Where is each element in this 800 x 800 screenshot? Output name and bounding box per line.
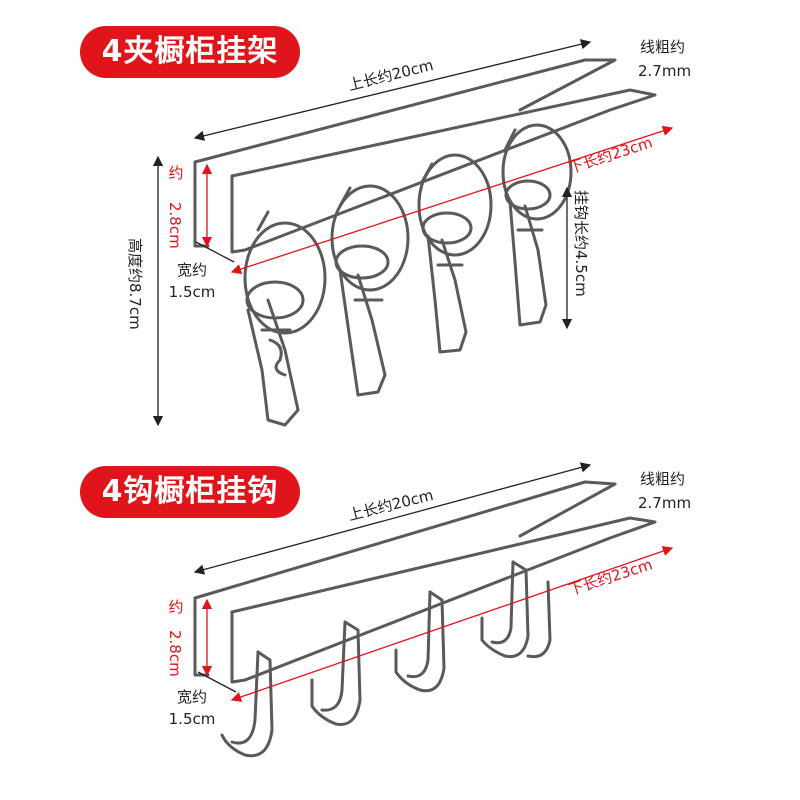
rack-top-length-label: 上长约20cm xyxy=(346,56,435,95)
hook-width-label: 宽约 xyxy=(177,688,207,706)
hook-width-value: 1.5cm xyxy=(169,710,216,728)
hook-bottom-length-label: 下长约23cm xyxy=(566,555,654,599)
rack-hook-length-label: 挂钩长约4.5cm xyxy=(572,190,590,297)
rack-width-value: 1.5cm xyxy=(169,283,216,301)
hook-wire-thickness-label: 线粗约 xyxy=(640,470,685,488)
clip-1 xyxy=(243,221,327,427)
hook-inner-height-label-a: 约 xyxy=(168,598,183,616)
clip-4 xyxy=(501,123,573,327)
hook-1 xyxy=(220,650,274,758)
rack-wire-thickness-label: 线粗约 xyxy=(640,38,685,56)
rack-wire-thickness-value: 2.7mm xyxy=(638,62,691,80)
hook-wire-thickness-value: 2.7mm xyxy=(638,494,691,512)
hook-inner-height-label-b: 2.8cm xyxy=(166,630,184,677)
rack-dimension-lines xyxy=(152,39,674,427)
rack-width-label: 宽约 xyxy=(177,261,207,279)
hook-rack-illustration xyxy=(193,480,657,758)
clip-3 xyxy=(417,153,493,354)
rack-inner-height-label-b: 2.8cm xyxy=(166,202,184,249)
hook-dimension-lines xyxy=(193,462,674,702)
clip-2 xyxy=(330,184,410,397)
rack-bottom-length-label: 下长约23cm xyxy=(566,133,654,177)
rack-inner-height-label-a: 约 xyxy=(168,164,183,182)
rack-total-height-label: 高度约8.7cm xyxy=(126,238,144,330)
hook-4 xyxy=(480,560,552,659)
